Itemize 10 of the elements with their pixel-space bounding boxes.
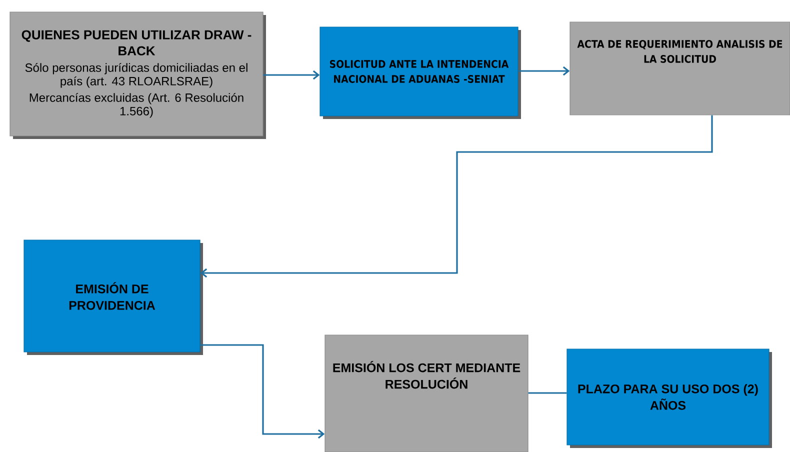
process-box: ACTA DE REQUERIMIENTO ANALISIS DE LA SOLICITUD [570, 22, 790, 116]
process-box: QUIENES PUEDEN UTILIZAR DRAW - BACK Sólo personas jurídicas domiciliadas en el país (art. 43 RLOARLSRAE) Mercancías excluidas (Art. 6 Resolución 1.566) [10, 12, 266, 139]
process-box: EMISIÓN DE PROVIDENCIA [24, 240, 203, 355]
arrow [200, 115, 713, 278]
arrow [200, 344, 325, 439]
process-box: PLAZO PARA SU USO DOS (2) AÑOS [566, 348, 772, 448]
arrow [263, 70, 320, 80]
arrow [518, 66, 570, 76]
process-box: SOLICITUD ANTE LA INTENDENCIA NACIONAL DE ADUANAS -SENIAT [320, 26, 521, 119]
process-box: EMISIÓN LOS CERT MEDIANTE RESOLUCIÓN [324, 334, 528, 452]
